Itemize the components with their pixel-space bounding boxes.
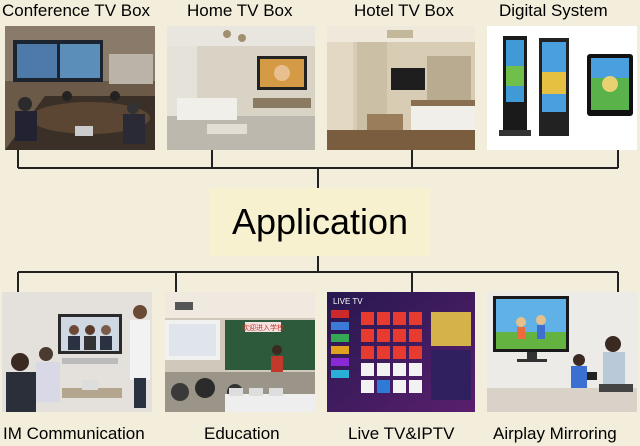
label-education: Education [204,424,280,443]
livetv-header: LIVE TV [333,297,363,306]
photo-live-tv-iptv: LIVE TV [327,292,475,412]
photo-im-communication [2,292,152,412]
photo-digital-signage [487,26,637,150]
application-title: Application [231,201,409,242]
label-live-tv-iptv: Live TV&IPTV [348,424,455,443]
photo-home-living-room [167,26,315,150]
education-sign-text: 欢迎进入学校 [242,323,284,332]
label-hotel-tv-box: Hotel TV Box [354,1,454,20]
label-im-communication: IM Communication [3,424,145,443]
photo-conference-room [5,26,155,150]
label-airplay-mirroring: Airplay Mirroring [493,424,617,443]
label-conference-tv-box: Conference TV Box [2,1,151,20]
photo-hotel-room [327,26,475,150]
photo-airplay-mirroring [487,292,637,412]
label-digital-system: Digital System [499,1,608,20]
label-home-tv-box: Home TV Box [187,1,293,20]
photo-education-classroom: 欢迎进入学校 [165,292,315,412]
application-box: Application [210,188,430,256]
